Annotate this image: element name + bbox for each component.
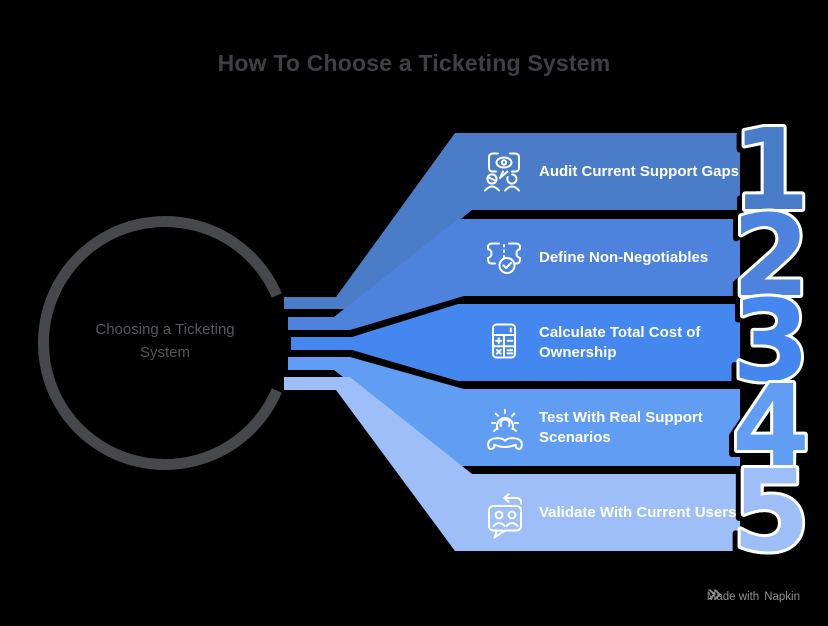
step-number-4: 4 <box>732 362 810 492</box>
hub-label: Choosing a Ticketing System <box>95 321 235 361</box>
calculator-icon <box>492 323 516 359</box>
step-band-5 <box>284 377 740 551</box>
step-label-text: Audit Current Support Gaps <box>539 162 739 180</box>
step-label-text: Calculate Total Cost of Ownership <box>539 323 701 361</box>
step-label-4: Test With Real Support Scenarios <box>539 389 739 466</box>
step-number-3: 3 <box>732 277 810 407</box>
ticket-check-icon <box>487 242 521 274</box>
step-number-5: 5 <box>732 447 810 577</box>
step-number-2: 2 <box>732 192 810 322</box>
audit-eye-icon <box>484 152 520 192</box>
step-label-text: Define Non-Negotiables <box>539 248 709 266</box>
page-title: How To Choose a Ticketing System <box>217 50 611 76</box>
watermark-prefix: Made with <box>706 590 760 603</box>
step-label-5: Validate With Current Users <box>539 474 739 551</box>
step-label-text: Test With Real Support Scenarios <box>539 408 703 446</box>
gear-handset-icon <box>487 409 523 450</box>
step-number-1: 1 <box>732 106 810 236</box>
step-label-text: Validate With Current Users <box>539 503 737 521</box>
step-band-1 <box>284 133 740 309</box>
napkin-logo-icon <box>707 589 721 600</box>
watermark: Made with Napkin <box>707 589 800 604</box>
chat-users-icon <box>488 493 522 539</box>
step-label-1: Audit Current Support Gaps <box>539 133 739 210</box>
step-band-2 <box>288 219 740 330</box>
step-band-4 <box>288 357 740 466</box>
step-label-2: Define Non-Negotiables <box>539 219 739 296</box>
step-label-3: Calculate Total Cost of Ownership <box>539 304 739 381</box>
hub-circle-ring <box>38 216 282 470</box>
watermark-brand: Napkin <box>764 590 800 603</box>
